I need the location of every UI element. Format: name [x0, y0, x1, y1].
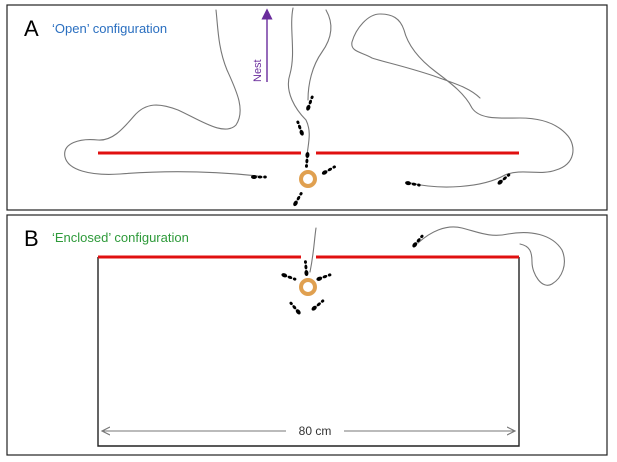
trail-left: [64, 9, 259, 177]
ant-icon: [404, 177, 424, 191]
ant-icon: [289, 187, 308, 209]
ant-icon: [301, 151, 313, 171]
panel-b: B ‘Enclosed’ configuration 80 cm: [6, 214, 608, 456]
ant-icon: [279, 269, 301, 286]
trail-b-right: [417, 226, 565, 286]
ant-icon: [409, 230, 429, 251]
panel-a-frame: [6, 4, 608, 211]
trail-center-right: [307, 9, 332, 101]
trail-center-left: [288, 7, 310, 157]
feeder-ring: [299, 278, 317, 296]
ant-icon: [319, 160, 341, 179]
ant-icon: [314, 268, 336, 285]
feeder-ring: [299, 170, 317, 188]
enclosure-walls: [97, 257, 520, 447]
ant-icon: [308, 294, 329, 314]
scale-label: 80 cm: [299, 424, 332, 438]
ant-icon: [302, 91, 319, 113]
ant-icon: [284, 297, 304, 318]
nest-label: Nest: [252, 59, 264, 82]
panel-a-title: ‘Open’ configuration: [52, 21, 167, 36]
panel-b-letter: B: [24, 226, 39, 251]
trail-right: [351, 13, 574, 188]
panel-a-letter: A: [24, 16, 39, 41]
trail-b-center: [309, 227, 317, 273]
panel-b-frame: [6, 214, 608, 456]
ant-icon: [251, 172, 269, 182]
ant-icon: [300, 257, 312, 277]
panel-b-title: ‘Enclosed’ configuration: [52, 230, 189, 245]
ant-icon: [291, 116, 308, 138]
panel-a: A ‘Open’ configuration Nest: [6, 4, 608, 211]
